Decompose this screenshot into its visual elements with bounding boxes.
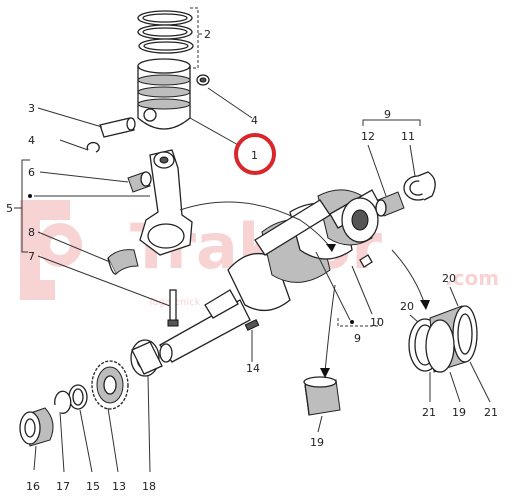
callout-20-left: 20 [400,300,414,313]
callout-21-left: 21 [422,406,436,419]
callout-13: 13 [112,480,126,493]
watermark-suffix: .com [445,266,499,290]
watermark-gear-logo [20,200,82,300]
group-brackets [14,7,421,327]
callout-15: 15 [86,480,100,493]
main-bearing-seal [403,171,436,201]
callout-14: 14 [246,362,260,375]
spacer-ring [68,384,88,410]
callout-19-right: 19 [452,406,466,419]
callout-7: 7 [28,250,35,263]
callout-6: 6 [28,166,35,179]
callout-9-bottom: 9 [354,332,361,345]
bracket-dots [28,194,354,324]
callout-1: 1 [251,149,258,162]
piston-pin [99,117,136,138]
wrist-pin-clip-right [196,74,210,86]
callout-21-right: 21 [484,406,498,419]
callout-4-right: 4 [251,114,258,127]
callout-4-left: 4 [28,134,35,147]
piston [137,58,191,130]
callout-5: 5 [6,202,13,215]
small-end-bushing [127,171,152,193]
circlip [54,390,72,414]
crankshaft [159,189,381,363]
callout-20-top: 20 [442,272,456,285]
callout-3: 3 [28,102,35,115]
callout-8: 8 [28,226,35,239]
callout-16: 16 [26,480,40,493]
assembly-arrows [179,201,430,378]
callout-17: 17 [56,480,70,493]
main-bearing-assembly [408,305,478,373]
callout-11: 11 [401,130,415,143]
callout-2: 2 [204,28,211,41]
woodruff-key [244,319,260,331]
timing-gear [91,360,129,410]
dowel-pin [359,254,373,268]
wrist-pin-clip-left [86,141,100,153]
callout-9-top: 9 [384,108,391,121]
front-seal [19,407,54,447]
lower-bearing-shell [303,376,341,416]
callout-18: 18 [142,480,156,493]
callout-12: 12 [361,130,375,143]
callout-19-bottom: 19 [310,436,324,449]
callout-10: 10 [370,316,384,329]
big-end-bearing [107,249,139,275]
connecting-rod [139,149,193,256]
main-bearing-bushing [375,191,405,217]
front-bearing [130,339,163,377]
callout-labels: 1 2 3 4 4 5 6 7 8 9 9 10 11 12 13 14 15 … [6,28,498,493]
leader-lines [33,87,491,473]
rod-bolt [167,289,179,327]
piston-rings [137,10,194,54]
highlight-circle [234,133,276,175]
